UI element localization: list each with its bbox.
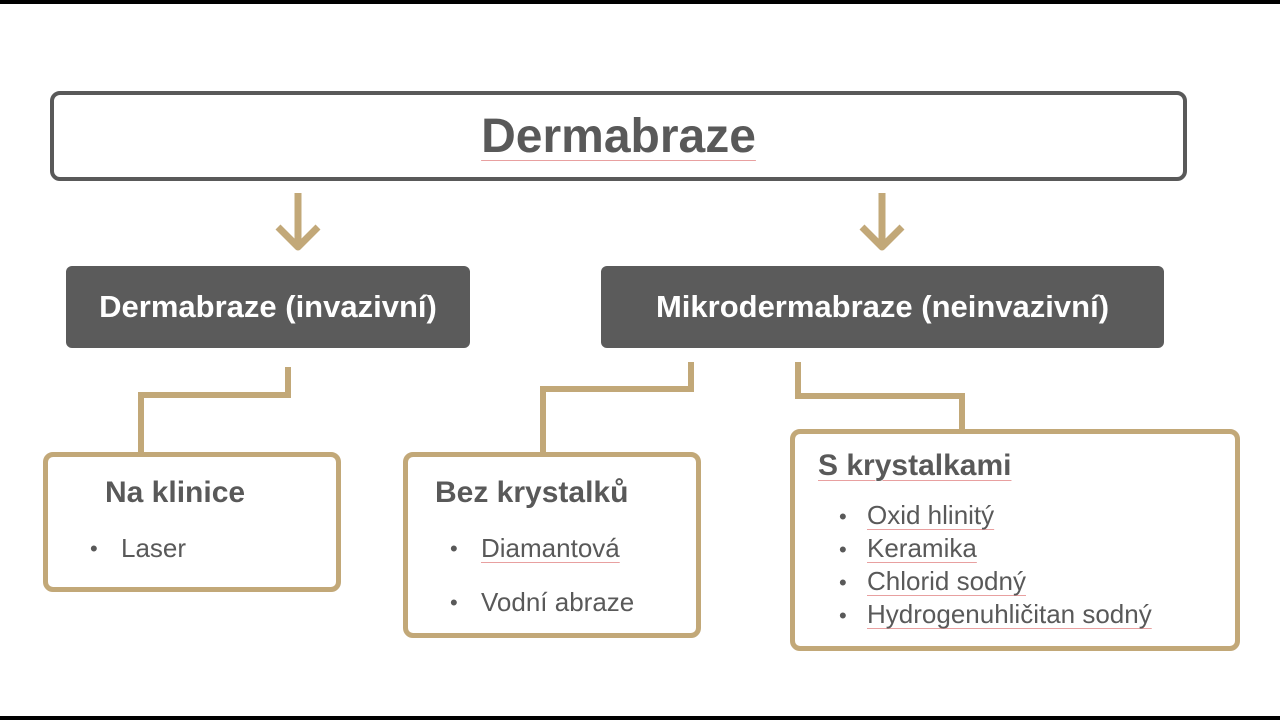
list-item: Hydrogenuhličitan sodný [867, 599, 1152, 629]
bullet-icon: • [450, 536, 458, 561]
bullet-icon: • [839, 570, 847, 595]
bullet-icon: • [839, 603, 847, 628]
branch-invasive-label: Dermabraze (invazivní) [99, 289, 437, 324]
arrow-right-head [859, 224, 905, 251]
bullet-icon: • [450, 590, 458, 615]
branch-noninvasive: Mikrodermabraze (neinvazivní) [601, 266, 1164, 348]
diagram-title: Dermabraze [481, 109, 756, 163]
arrow-left-head [275, 224, 321, 251]
connector-left [138, 367, 291, 454]
box-bez-krystalku: Bez krystalků • Diamantová • Vodní abraz… [403, 452, 701, 638]
bottom-border-bar [0, 716, 1280, 720]
box-title: S krystalkami [818, 449, 1012, 482]
list-item: Chlorid sodný [867, 566, 1026, 596]
bullet-icon: • [90, 536, 98, 561]
box-na-klinice: Na klinice • Laser [43, 452, 341, 592]
box-title: Na klinice [105, 476, 246, 509]
top-border-bar [0, 0, 1280, 4]
list-item: Vodní abraze [481, 587, 635, 617]
bullet-icon: • [839, 504, 847, 529]
branch-noninvasive-label: Mikrodermabraze (neinvazivní) [655, 289, 1110, 324]
title-box: Dermabraze [50, 91, 1187, 181]
connector-right [795, 362, 965, 431]
list-item: Oxid hlinitý [867, 500, 995, 530]
connector-middle [540, 362, 694, 454]
list-item: Keramika [867, 533, 977, 563]
bullet-icon: • [839, 537, 847, 562]
box-s-krystalkami: S krystalkami • Oxid hlinitý • Keramika … [790, 429, 1240, 651]
box-title: Bez krystalků [435, 476, 629, 509]
branch-invasive: Dermabraze (invazivní) [66, 266, 470, 348]
list-item: Diamantová [481, 533, 620, 563]
list-item: Laser [121, 533, 187, 563]
